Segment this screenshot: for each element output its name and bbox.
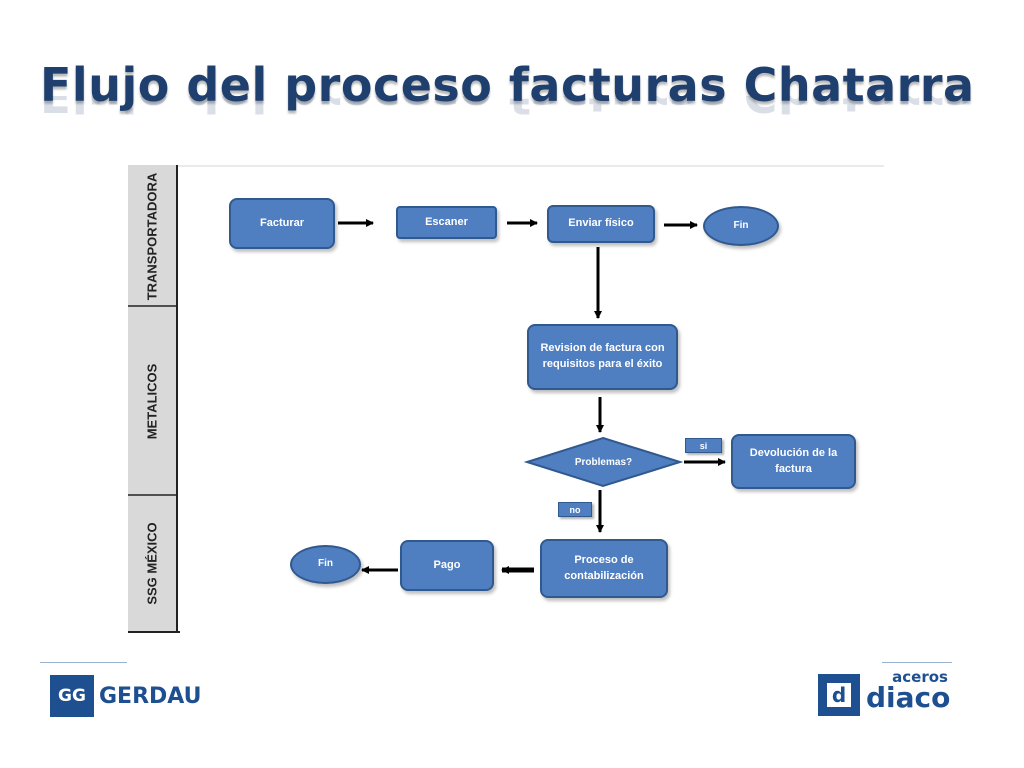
node-problemas-label: Problemas? <box>574 456 633 468</box>
node-proceso-contabilizacion: Proceso de contabilización <box>540 539 668 598</box>
node-fin-bottom: Fin <box>290 545 361 584</box>
lane-metalicos: METALICOS <box>128 307 178 495</box>
footer-line-right <box>882 662 952 663</box>
footer-line-left <box>40 662 127 663</box>
node-enviar-fisico: Enviar físico <box>547 205 655 243</box>
diaco-wordmark: diaco <box>866 681 951 714</box>
lane-ssg-mexico: SSG MÉXICO <box>128 495 178 632</box>
aceros-diaco-logo: aceros d diaco <box>818 668 952 720</box>
gerdau-wordmark: GERDAU <box>99 683 202 709</box>
node-facturar: Facturar <box>229 198 335 249</box>
tag-si: si <box>685 438 722 453</box>
diaco-mark-letter: d <box>827 683 851 707</box>
node-escaner: Escaner <box>396 206 497 239</box>
node-fin-top: Fin <box>703 206 779 246</box>
diaco-mark-icon: d <box>818 674 860 716</box>
lane-transportadora: TRANSPORTADORA <box>128 165 178 307</box>
gerdau-logo: GG GERDAU <box>50 675 202 717</box>
node-revision: Revision de factura con requisitos para … <box>527 324 678 390</box>
node-devolucion: Devolución de la factura <box>731 434 856 489</box>
tag-no: no <box>558 502 592 517</box>
problemas-diamond <box>523 436 684 488</box>
diaco-aceros-text: aceros <box>892 668 948 686</box>
gerdau-mark-icon: GG <box>50 675 94 717</box>
slide-title: Flujo del proceso facturas Chatarra <box>40 58 975 112</box>
node-pago: Pago <box>400 540 494 591</box>
